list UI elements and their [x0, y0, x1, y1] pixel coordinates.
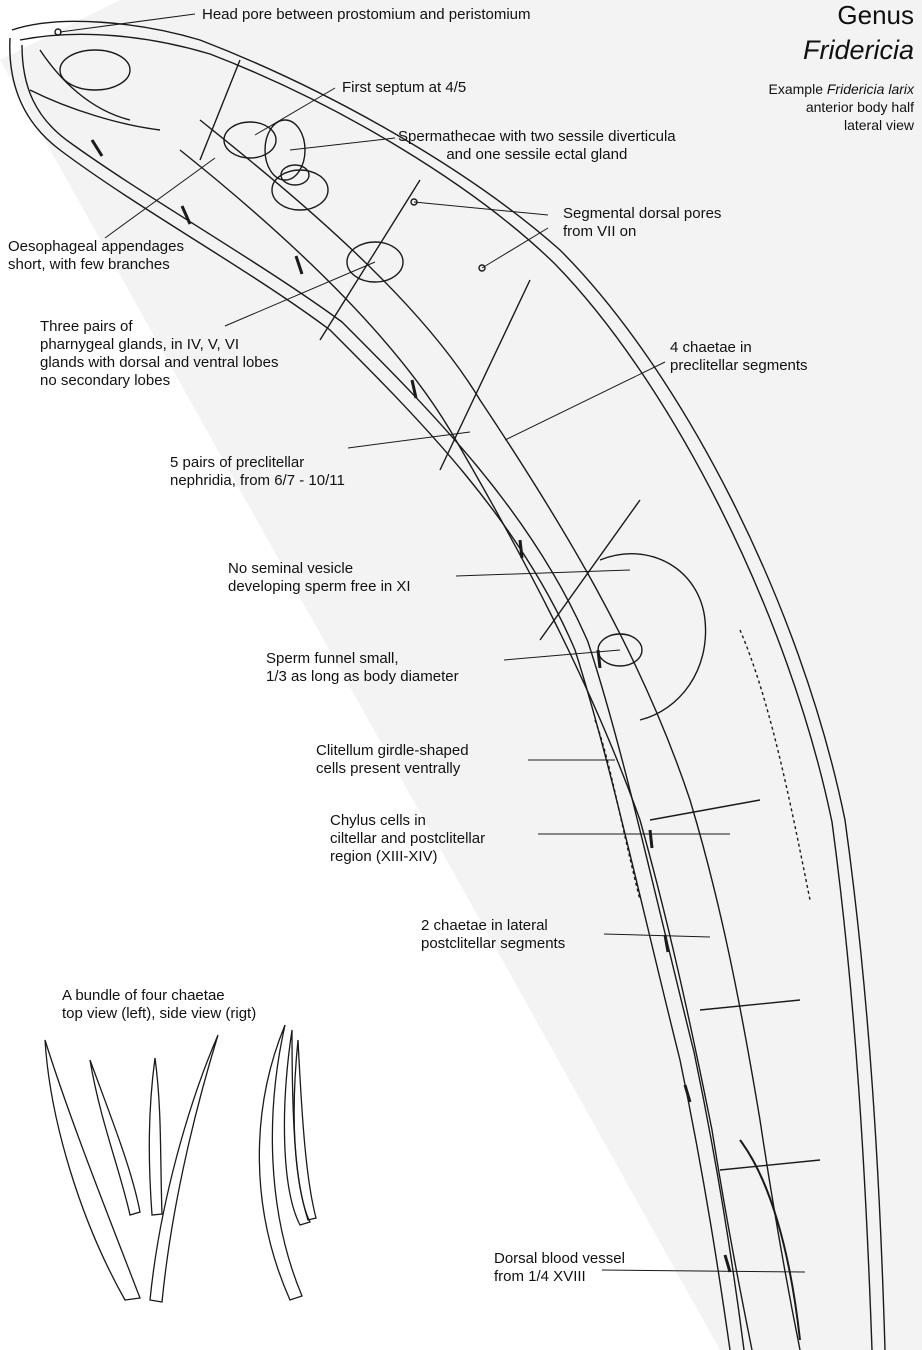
chaeta-2: [90, 1060, 140, 1215]
label-nephridia: 5 pairs of preclitellar nephridia, from …: [170, 454, 345, 490]
chaeta-4: [150, 1035, 218, 1302]
example-line-2: anterior body half: [806, 99, 914, 115]
example-prefix: Example: [769, 81, 827, 97]
chaeta-1: [45, 1040, 140, 1300]
example-species: Fridericia larix: [827, 81, 914, 97]
label-head-pore: Head pore between prostomium and peristo…: [202, 6, 531, 24]
example-caption: Example Fridericia larix anterior body h…: [769, 80, 914, 134]
label-dorsal-pores: Segmental dorsal pores from VII on: [563, 205, 721, 241]
chaetae-bundle-top-view: [45, 1035, 218, 1302]
chaeta-side-2: [284, 1030, 310, 1225]
label-chylus-cells: Chylus cells in ciltellar and postclitel…: [330, 812, 485, 866]
label-spermathecae: Spermathecae with two sessile diverticul…: [398, 128, 676, 164]
chaetae-bundle-side-view: [259, 1025, 316, 1300]
label-pharyngeal-glands: Three pairs of pharnygeal glands, in IV,…: [40, 318, 278, 390]
genus-name: Fridericia: [803, 34, 914, 66]
genus-label: Genus: [837, 0, 914, 30]
label-two-chaetae: 2 chaetae in lateral postclitellar segme…: [421, 917, 565, 953]
label-sperm-funnel: Sperm funnel small, 1/3 as long as body …: [266, 650, 459, 686]
chaeta-side-3: [294, 1040, 316, 1220]
chaeta-3: [149, 1058, 162, 1215]
example-line-3: lateral view: [844, 117, 914, 133]
label-dorsal-blood-vessel: Dorsal blood vessel from 1/4 XVIII: [494, 1250, 625, 1286]
label-clitellum: Clitellum girdle-shaped cells present ve…: [316, 742, 469, 778]
label-first-septum: First septum at 4/5: [342, 79, 466, 97]
label-chaetae-bundle: A bundle of four chaetae top view (left)…: [62, 987, 256, 1023]
label-seminal-vesicle: No seminal vesicle developing sperm free…: [228, 560, 411, 596]
label-oesophageal-appendages: Oesophageal appendages short, with few b…: [8, 238, 184, 274]
label-four-chaetae: 4 chaetae in preclitellar segments: [670, 339, 808, 375]
